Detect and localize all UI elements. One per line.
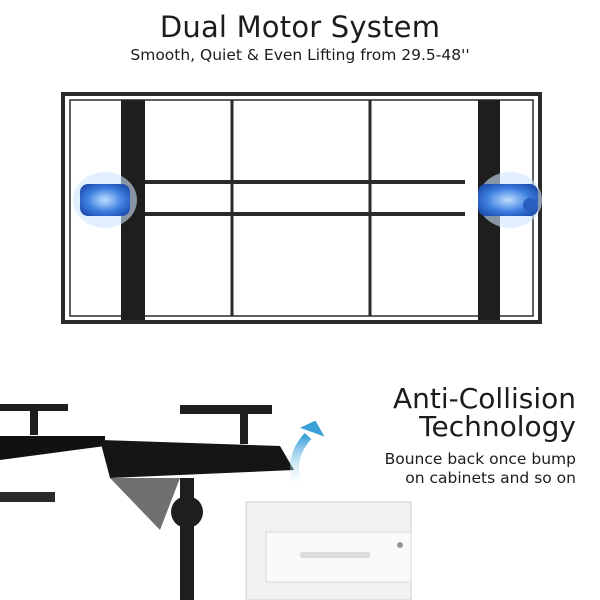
anti-collision-arrow-icon bbox=[290, 432, 312, 492]
section-title-anti-collision-line1: Anti-Collision bbox=[392, 382, 576, 415]
section-subtitle-lifting-range: Smooth, Quiet & Even Lifting from 29.5-4… bbox=[130, 46, 470, 64]
anti-collision-description-line1: Bounce back once bump bbox=[384, 450, 576, 468]
l-desk bbox=[0, 404, 294, 600]
section-title-dual-motor: Dual Motor System bbox=[159, 10, 441, 44]
motor-right bbox=[478, 172, 542, 228]
desk-legs bbox=[121, 100, 500, 320]
anti-collision-description-line2: on cabinets and so on bbox=[405, 469, 576, 487]
file-cabinet bbox=[245, 501, 412, 600]
motor-left bbox=[73, 172, 137, 228]
section-title-anti-collision-line2: Technology bbox=[419, 410, 576, 443]
